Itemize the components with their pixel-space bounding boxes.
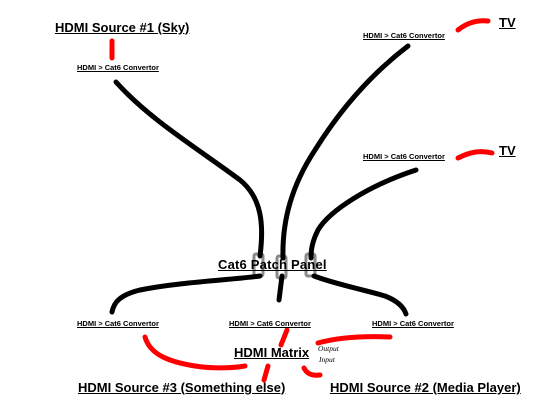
- hdmi-cable-source3-to-matrix: [142, 334, 248, 371]
- cat6-cable-panel-to-source2: [311, 273, 409, 317]
- hdmi-cable-tv1: [455, 18, 491, 33]
- hdmi-matrix-label: HDMI Matrix: [234, 345, 310, 360]
- tv1-label: TV: [499, 15, 516, 30]
- hdmi-cable-matrix-output-to-convertor: [315, 334, 393, 346]
- source2-label: HDMI Source #2 (Media Player): [330, 380, 521, 395]
- patch-panel-label: Cat6 Patch Panel: [218, 257, 327, 272]
- hdmi-cables: [109, 18, 495, 383]
- source1-label: HDMI Source #1 (Sky): [55, 20, 190, 35]
- cat6-cable-source1-to-panel: [113, 79, 265, 259]
- source3-label: HDMI Source #3 (Something else): [78, 380, 286, 395]
- cat6-cable-panel-to-source3: [109, 273, 263, 315]
- matrix-input-convertor-label: HDMI > Cat6 Convertor: [229, 319, 311, 328]
- tv2-label: TV: [499, 143, 516, 158]
- matrix-output-label: Output: [318, 344, 339, 353]
- hdmi-cable-tv2: [455, 149, 495, 161]
- source3-convertor-label: HDMI > Cat6 Convertor: [77, 319, 159, 328]
- hdmi-cable-matrix-to-source3: [261, 363, 271, 383]
- cat6-cables: [109, 43, 419, 317]
- source1-convertor-label: HDMI > Cat6 Convertor: [77, 63, 159, 72]
- hdmi-cable-matrix-input-from-convertor: [278, 327, 290, 348]
- cat6-cable-tv1-to-panel: [280, 43, 411, 261]
- cat6-cable-panel-to-matrix: [276, 273, 285, 303]
- source2-convertor-label: HDMI > Cat6 Convertor: [372, 319, 454, 328]
- matrix-input-label: Input: [319, 355, 335, 364]
- tv1-convertor-label: HDMI > Cat6 Convertor: [363, 31, 445, 40]
- hdmi-cable-matrix-to-source2: [301, 365, 323, 378]
- tv2-convertor-label: HDMI > Cat6 Convertor: [363, 152, 445, 161]
- cat6-cable-tv2-to-panel: [308, 167, 419, 261]
